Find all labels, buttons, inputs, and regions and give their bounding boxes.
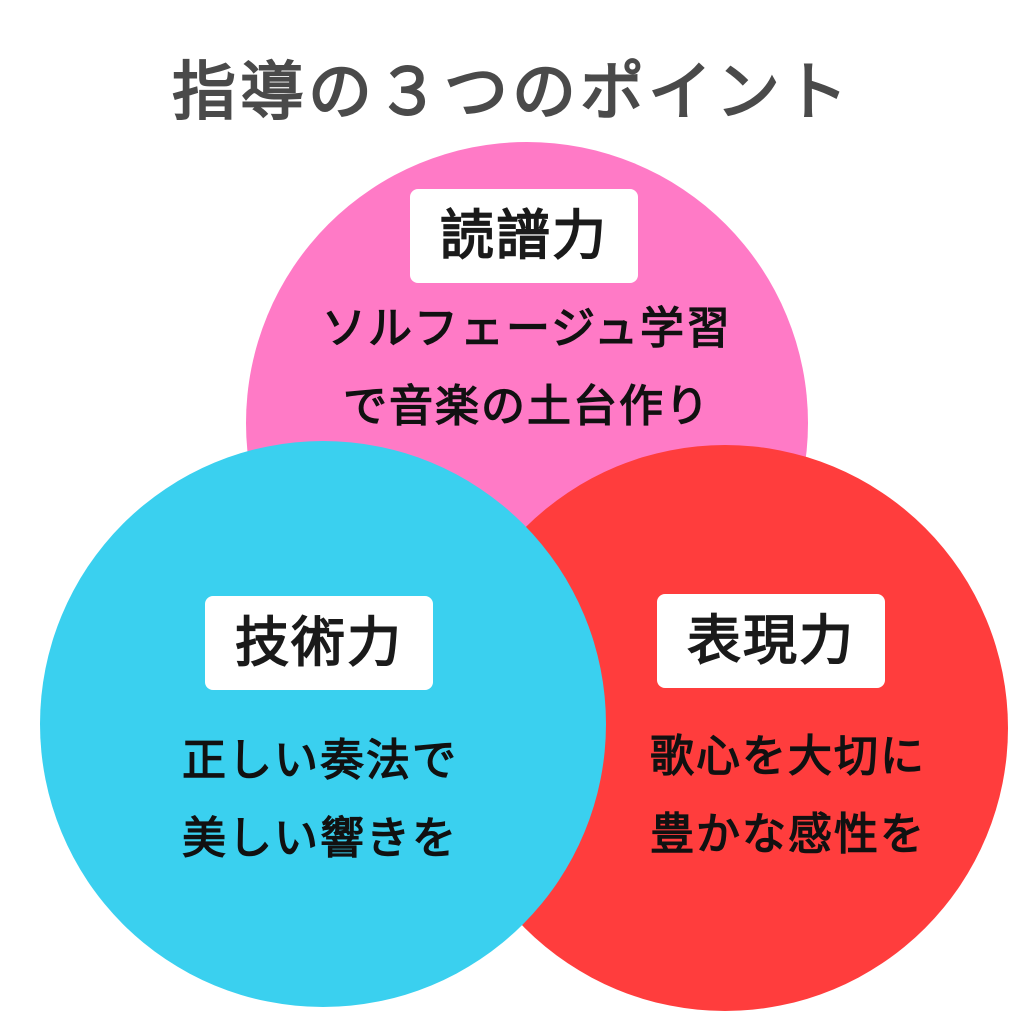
expression-description: 歌心を大切に 豊かな感性を	[582, 718, 994, 874]
reading-description: ソルフェージュ学習 で音楽の土台作り	[262, 290, 792, 446]
technique-description-line-1: 正しい奏法で	[182, 735, 458, 786]
reading-description-line-1: ソルフェージュ学習	[321, 303, 733, 354]
technique-description-line-2: 美しい響きを	[182, 813, 458, 864]
expression-label: 表現力	[657, 594, 885, 688]
technique-description: 正しい奏法で 美しい響きを	[110, 722, 530, 878]
reading-description-line-2: で音楽の土台作り	[343, 381, 711, 432]
page-title: 指導の３つのポイント	[172, 56, 852, 130]
reading-label: 読譜力	[410, 189, 638, 283]
technique-label: 技術力	[205, 596, 433, 690]
expression-description-line-2: 豊かな感性を	[650, 809, 926, 860]
technique-circle	[40, 441, 606, 1007]
expression-description-line-1: 歌心を大切に	[650, 731, 926, 782]
